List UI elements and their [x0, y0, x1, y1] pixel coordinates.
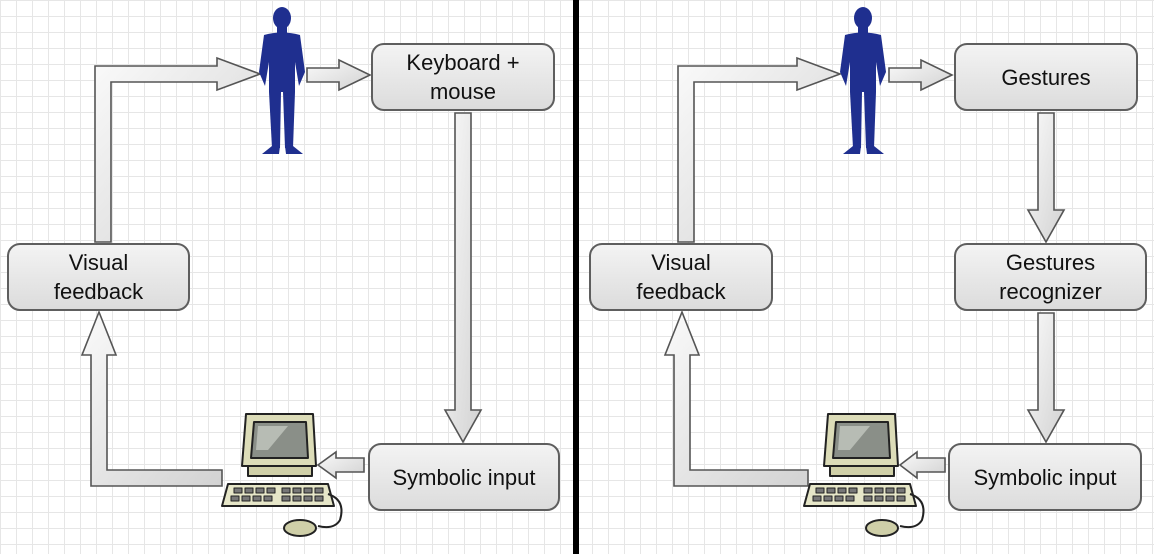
visual-feedback-box-right: Visual feedback — [589, 243, 773, 311]
user-icon — [259, 7, 305, 154]
arrow-gestures-to-recognizer — [1026, 112, 1066, 244]
arrow-keyboard-to-symbolic — [443, 112, 483, 444]
symbolic-input-box-right: Symbolic input — [948, 443, 1142, 511]
arrow-recognizer-to-symbolic — [1026, 312, 1066, 444]
arrow-feedback-to-user — [94, 56, 263, 243]
computer-icon-right — [803, 413, 925, 537]
user-icon-right — [840, 7, 886, 154]
arrow-symbolic-to-computer-right — [898, 450, 946, 480]
symbolic-input-box: Symbolic input — [368, 443, 560, 511]
gestures-box: Gestures — [954, 43, 1138, 111]
arrow-computer-to-feedback — [80, 309, 223, 487]
panel-divider — [573, 0, 579, 554]
computer-icon — [221, 413, 343, 537]
arrow-feedback-to-user-right — [677, 56, 843, 243]
arrow-symbolic-to-computer — [316, 450, 365, 480]
arrow-user-to-gestures — [888, 58, 954, 92]
gestures-recognizer-box: Gestures recognizer — [954, 243, 1147, 311]
keyboard-mouse-box: Keyboard + mouse — [371, 43, 555, 111]
visual-feedback-box: Visual feedback — [7, 243, 190, 311]
arrow-user-to-keyboard — [306, 58, 372, 92]
arrow-computer-to-feedback-right — [663, 309, 809, 487]
